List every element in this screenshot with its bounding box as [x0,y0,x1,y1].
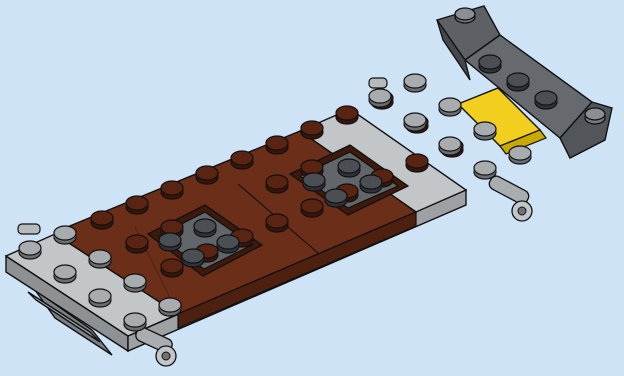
stud [217,235,239,253]
stud [124,313,146,331]
stud [474,122,496,140]
stud [535,91,557,109]
stud [161,259,183,277]
stud [124,274,146,292]
stud [161,181,183,199]
stud [336,106,358,124]
stud [474,161,496,179]
stud [19,241,41,259]
stud [479,55,501,73]
stud [507,73,529,91]
stud [266,175,288,193]
stud [301,121,323,139]
stud [406,154,428,172]
stud [303,173,325,191]
stud [369,89,391,107]
stud [89,289,111,307]
stud [89,250,111,268]
pin-rear-top [369,78,387,88]
pin-front-left [18,224,40,234]
stud [126,196,148,214]
stud [404,113,426,131]
stud [159,298,181,316]
stud [338,159,360,177]
stud [509,146,531,164]
stud [325,189,347,207]
stud [194,219,216,237]
stud [231,151,253,169]
stud [159,233,181,251]
stud [126,235,148,253]
stud [91,211,113,229]
stud [266,136,288,154]
stud [182,249,204,267]
stud [266,214,288,232]
stud [439,137,461,155]
stud [360,175,382,193]
stud [54,226,76,244]
stud [404,74,426,92]
stud [439,98,461,116]
stud [301,199,323,217]
stud [54,265,76,283]
stud [196,166,218,184]
